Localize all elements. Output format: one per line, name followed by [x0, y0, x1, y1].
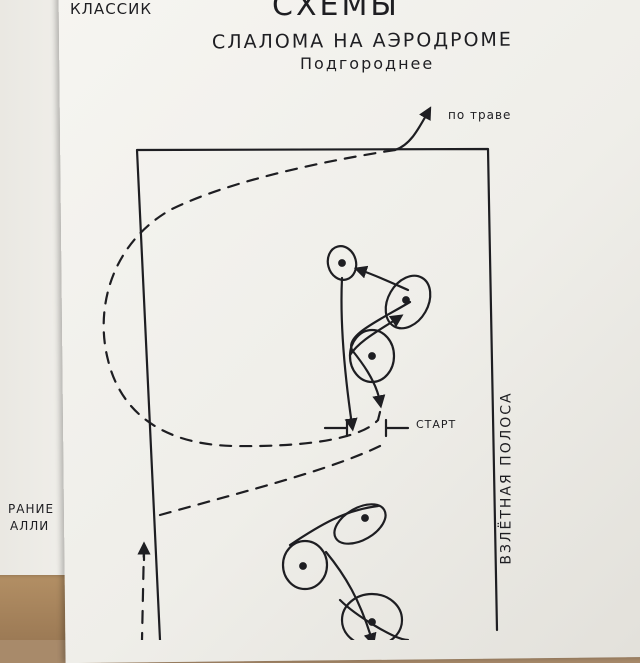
cone-loop-4: [281, 539, 329, 591]
class-label: КЛАССИК: [70, 0, 153, 18]
cone-5: [361, 514, 369, 522]
location-name: Подгороднее: [300, 54, 435, 73]
slalom-path-3: [340, 276, 358, 432]
grass-route-start-dash: [376, 410, 382, 422]
cone-loop-6: [340, 592, 404, 640]
slalom-path-5: [324, 550, 377, 640]
back-sheet-text-2: АЛЛИ: [10, 519, 50, 533]
slalom-path-2: [353, 265, 410, 292]
slalom-path-1: [350, 300, 412, 409]
return-route-left: [140, 543, 146, 640]
cone-4: [299, 562, 307, 570]
start-gate-left: [323, 418, 349, 438]
cone-1: [338, 259, 346, 267]
slalom-path-6: [288, 504, 380, 547]
cone-2: [402, 296, 410, 304]
start-label: СТАРТ: [416, 418, 457, 431]
slalom-path-7: [338, 598, 410, 640]
page-title: СХЕМЫ: [272, 0, 400, 23]
start-gate-right: [384, 418, 410, 438]
grass-label: по траве: [448, 108, 512, 122]
slalom-diagram: [102, 106, 499, 640]
back-sheet-text-1: РАНИЕ: [8, 502, 55, 516]
cone-loop-1: [326, 245, 358, 281]
grass-route-top: [393, 106, 432, 152]
cone-3: [368, 352, 376, 360]
return-route: [158, 444, 382, 517]
slalom-path-4: [348, 314, 404, 357]
cone-loop-5: [333, 503, 387, 545]
grass-route: [102, 148, 397, 448]
runway-boundary: [135, 147, 499, 640]
